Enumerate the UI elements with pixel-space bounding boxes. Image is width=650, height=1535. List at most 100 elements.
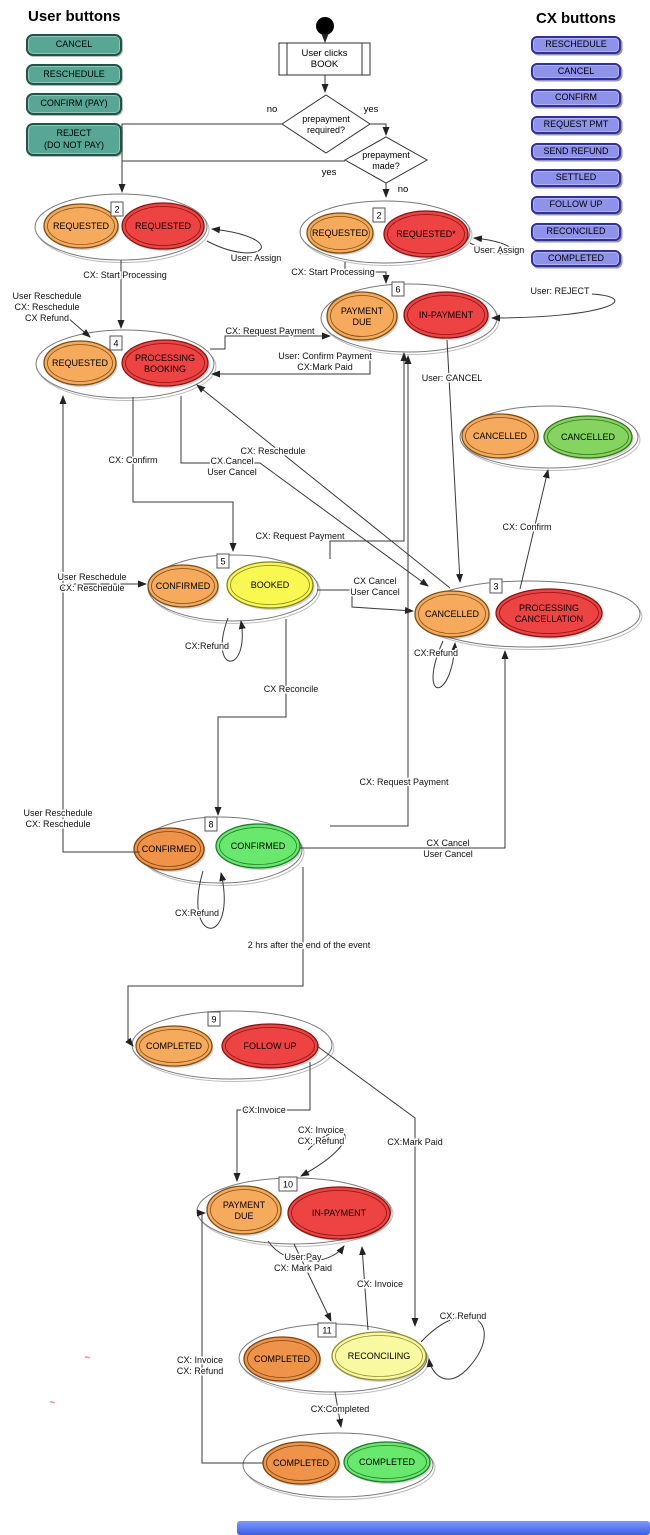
edge-33	[267, 1240, 345, 1262]
state-label: REQUESTED	[52, 358, 109, 368]
bottom-blue-bar	[237, 1521, 650, 1535]
edge-12	[211, 351, 371, 378]
edge-28	[519, 469, 550, 590]
state-label: REQUESTED*	[396, 229, 456, 239]
cx-buttons-list: RESCHEDULE CANCEL CONFIRM REQUEST PMT SEND R…	[531, 36, 621, 268]
edge-17	[59, 395, 140, 853]
edge-14	[180, 396, 429, 587]
state-group-requested-2-right: REQUESTED REQUESTED* 2	[299, 200, 473, 266]
edge-19	[132, 397, 237, 552]
cx-buttons-title: CX buttons	[536, 10, 616, 27]
state-cancelled: CANCELLED	[543, 415, 634, 460]
substate-badge-6: 6	[391, 281, 405, 297]
edge-label-cx-start-processing: CX: Start Processing	[291, 267, 375, 277]
badge-number: 2	[376, 211, 381, 221]
cx-button-reconciled[interactable]: RECONCILED	[531, 222, 621, 241]
cx-button-settled[interactable]: SETTLED	[531, 169, 621, 188]
edge-6	[206, 226, 262, 254]
state-cancelled: CANCELLED	[461, 413, 540, 460]
edge-34	[359, 1246, 369, 1331]
cx-button-confirm[interactable]: CONFIRM	[531, 89, 621, 108]
state-booked: BOOKED	[226, 561, 315, 610]
edge-label-cx-reschedule: CX: Reschedule	[240, 446, 305, 456]
state-confirmed: CONFIRMED	[147, 564, 220, 609]
cx-button-request-pmt[interactable]: REQUEST PMT	[531, 116, 621, 134]
substate-badge-2: 2	[110, 201, 124, 217]
cx-buttons-panel: CX buttons RESCHEDULE CANCEL CONFIRM REQUES…	[531, 10, 621, 276]
edge-16	[67, 317, 91, 338]
branch-label-no: no	[398, 184, 409, 195]
user-button-cancel[interactable]: CANCEL	[26, 34, 122, 56]
cx-button-completed[interactable]: COMPLETED	[531, 249, 621, 268]
cx-button-send-refund[interactable]: SEND REFUND	[531, 142, 621, 161]
user-buttons-list: CANCEL RESCHEDULE CONFIRM (PAY) REJECT (DO …	[26, 34, 122, 157]
edge-35	[293, 1243, 332, 1322]
badge-number: 3	[493, 582, 498, 592]
edge-37	[334, 1391, 344, 1428]
state-label: CANCELLED	[561, 432, 616, 442]
edge-label-user-assign: User: Assign	[474, 245, 525, 255]
cx-button-reschedule[interactable]: RESCHEDULE	[531, 36, 621, 54]
badge-number: 4	[113, 339, 118, 349]
cx-button-cancel[interactable]: CANCEL	[531, 62, 621, 81]
cx-button-follow-up[interactable]: FOLLOW UP	[531, 196, 621, 214]
user-button-reschedule[interactable]: RESCHEDULE	[26, 63, 122, 86]
branch-label-yes: yes	[364, 104, 379, 115]
user-button-confirm-pay[interactable]: CONFIRM (PAY)	[26, 93, 122, 116]
badge-number: 2	[114, 205, 119, 215]
substate-badge-9: 9	[207, 1011, 221, 1027]
edge-label-cx-invoice: CX: Invoice	[357, 1279, 403, 1289]
state-completed: COMPLETED	[243, 1336, 322, 1383]
edge-label-user-cancel: User: CANCEL	[422, 373, 483, 383]
substate-badge-10: 10	[278, 1176, 298, 1192]
user-button-reject-do-not-pay[interactable]: REJECT (DO NOT PAY)	[26, 123, 122, 157]
start-node	[316, 17, 334, 35]
edge-label-cx-mark-paid: CX:Mark Paid	[387, 1137, 443, 1147]
edge-label-cx-confirm: CX: Confirm	[108, 455, 157, 465]
edge-label-cx-refund: CX:Refund	[414, 648, 458, 658]
edge-27	[330, 355, 412, 827]
state-group-cancelled-top: CANCELLED CANCELLED	[459, 405, 641, 471]
edge-label-cx-refund: CX:Refund	[185, 641, 229, 651]
state-completed: COMPLETED	[135, 1025, 214, 1068]
state-label: CONFIRMED	[231, 841, 286, 851]
edge-label-cx-reconcile: CX Reconcile	[264, 684, 319, 694]
edge-25	[125, 867, 304, 1047]
edge-38	[197, 1209, 263, 1464]
state-label: BOOKED	[251, 580, 290, 590]
edge-21	[317, 589, 414, 614]
state-in-payment: IN-PAYMENT	[403, 291, 490, 340]
edge-36	[420, 1316, 485, 1380]
substate-badge-11: 11	[317, 1322, 337, 1338]
edge-label-user-reject: User: REJECT	[530, 286, 590, 296]
edge-2	[118, 123, 283, 193]
edge-label-cx-start-processing: CX: Start Processing	[83, 270, 167, 280]
state-label: COMPLETED	[359, 1457, 416, 1467]
edge-label-user-assign: User: Assign	[231, 253, 282, 263]
edge-31	[316, 1045, 419, 1327]
state-label: REQUESTED	[312, 228, 369, 238]
state-label: IN-PAYMENT	[419, 310, 474, 320]
